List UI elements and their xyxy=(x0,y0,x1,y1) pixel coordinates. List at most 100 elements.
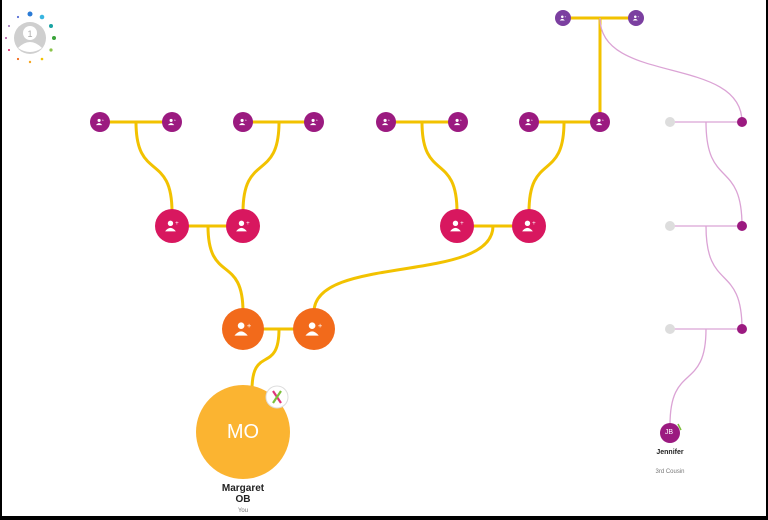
unknown-ancestor-node[interactable] xyxy=(665,221,675,231)
person-add-icon xyxy=(95,123,103,126)
progress-dot xyxy=(16,57,20,61)
grandparent-node[interactable] xyxy=(519,112,539,132)
person-add-icon xyxy=(167,220,174,226)
plus-icon: + xyxy=(174,119,176,123)
person-add-icon xyxy=(167,123,175,126)
plus-icon: + xyxy=(102,119,104,123)
person-add-icon xyxy=(632,18,638,21)
person-add-icon xyxy=(524,123,532,126)
grandparent-node[interactable] xyxy=(376,112,396,132)
plus-icon: + xyxy=(460,119,462,123)
person-add-icon xyxy=(308,322,316,329)
plus-icon: + xyxy=(388,119,390,123)
person-add-icon xyxy=(238,220,245,226)
person-add-icon xyxy=(453,123,461,126)
match-ancestor-node[interactable] xyxy=(737,324,747,334)
person-add-icon xyxy=(240,118,244,123)
grandparent-node[interactable] xyxy=(90,112,110,132)
progress-dot xyxy=(16,15,20,19)
person-add-icon xyxy=(383,118,387,123)
person-add-icon xyxy=(169,118,173,123)
progress-dot xyxy=(28,60,32,64)
person-add-icon xyxy=(634,15,637,18)
plus-icon: + xyxy=(637,15,639,19)
connector-curve xyxy=(669,328,707,426)
progress-dot xyxy=(52,36,56,40)
plus-icon: + xyxy=(602,119,604,123)
person-add-icon xyxy=(524,220,531,226)
person-add-icon xyxy=(595,123,603,126)
person-add-icon xyxy=(97,118,101,123)
person-add-icon xyxy=(165,227,176,232)
person-add-icon xyxy=(305,331,319,336)
match-initials: JB xyxy=(664,429,674,436)
connector-curve xyxy=(705,225,743,330)
person-add-icon xyxy=(559,18,565,21)
person-add-icon xyxy=(381,123,389,126)
person-add-icon xyxy=(234,331,248,336)
plus-icon: + xyxy=(564,15,566,19)
match-ancestor-node[interactable] xyxy=(737,221,747,231)
connector-curve xyxy=(206,225,245,313)
plus-icon: + xyxy=(460,220,464,227)
person-add-icon xyxy=(526,118,530,123)
progress-dot xyxy=(49,48,53,52)
person-add-icon xyxy=(597,118,601,123)
connector-curve xyxy=(134,121,174,213)
parent-node[interactable] xyxy=(440,209,474,243)
plus-icon: + xyxy=(246,220,250,227)
person-add-icon xyxy=(561,15,564,18)
progress-dot xyxy=(40,57,44,61)
match-relation: 3rd Cousin xyxy=(655,469,685,475)
connector-curve xyxy=(312,225,495,313)
person-add-icon xyxy=(450,227,461,232)
person-add-icon xyxy=(452,220,459,226)
plus-icon: + xyxy=(532,220,536,227)
unknown-ancestor-node[interactable] xyxy=(665,117,675,127)
connector-curve xyxy=(250,328,281,391)
parent-node[interactable] xyxy=(226,209,260,243)
parent-node[interactable] xyxy=(155,209,189,243)
connector-curve xyxy=(241,121,281,213)
plus-icon: + xyxy=(247,321,252,330)
ancestor-node[interactable] xyxy=(555,10,571,26)
connector-curve xyxy=(527,121,566,213)
progress-dot xyxy=(39,14,45,20)
self-relation: You xyxy=(237,508,249,514)
grandparent-node[interactable] xyxy=(448,112,468,132)
self-initials: MO xyxy=(226,421,260,443)
progress-dot xyxy=(8,25,10,27)
person-add-icon xyxy=(237,322,245,329)
self-name: Margaret OB xyxy=(221,483,265,505)
unknown-ancestor-node[interactable] xyxy=(665,324,675,334)
parent-node[interactable] xyxy=(512,209,546,243)
plus-icon: + xyxy=(175,220,179,227)
progress-dot xyxy=(8,49,10,51)
grandparent-node[interactable] xyxy=(304,112,324,132)
person-add-icon xyxy=(455,118,459,123)
connector-curve xyxy=(420,121,459,213)
progress-dot xyxy=(49,24,53,28)
parent-node[interactable] xyxy=(222,308,264,350)
plus-icon: + xyxy=(531,119,533,123)
person-add-icon xyxy=(522,227,533,232)
match-node[interactable] xyxy=(660,423,680,443)
person-add-icon xyxy=(238,123,246,126)
self-node[interactable] xyxy=(196,385,290,479)
parent-node[interactable] xyxy=(293,308,335,350)
ancestor-node[interactable] xyxy=(628,10,644,26)
profile-badge: 1 xyxy=(27,29,32,39)
person-add-icon xyxy=(309,123,317,126)
progress-dot xyxy=(27,11,33,17)
grandparent-node[interactable] xyxy=(590,112,610,132)
connector-curve xyxy=(705,121,743,227)
grandparent-node[interactable] xyxy=(233,112,253,132)
plus-icon: + xyxy=(316,119,318,123)
match-name: Jennifer xyxy=(656,449,684,456)
match-ancestor-node[interactable] xyxy=(737,117,747,127)
plus-icon: + xyxy=(245,119,247,123)
user-avatar-icon xyxy=(18,42,42,52)
grandparent-node[interactable] xyxy=(162,112,182,132)
